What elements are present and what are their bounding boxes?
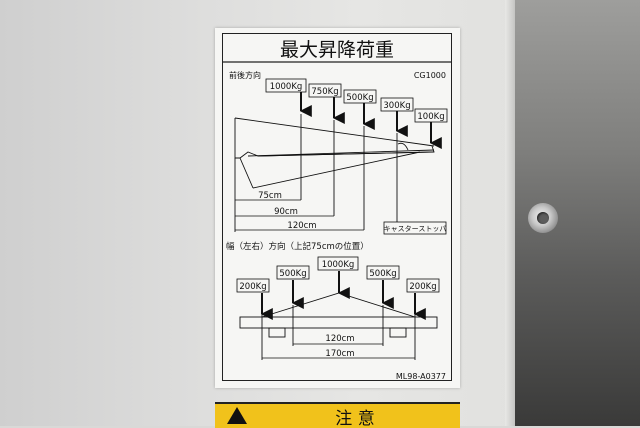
section2-title: 幅（左右）方向（上記75cmの位置） [226, 241, 369, 252]
dims-width: 120cm 170cm [262, 334, 415, 359]
bolt-hole [537, 212, 549, 224]
load-1000-center: 1000Kg [322, 260, 355, 270]
dim-120cm-width: 120cm [325, 334, 354, 344]
load-1000-front: 1000Kg [270, 82, 303, 92]
load-750-front: 750Kg [311, 87, 338, 97]
warning-icon [227, 407, 247, 424]
load-500-left: 500Kg [279, 269, 306, 279]
load-500-right: 500Kg [369, 269, 396, 279]
dim-120cm: 120cm [287, 221, 316, 231]
dims-front-rear: 75cm 90cm 120cm キャスターストッパ [235, 191, 447, 235]
load-200-left: 200Kg [239, 282, 266, 292]
caster-stopper-label: キャスターストッパ [384, 224, 447, 233]
warning-text: 注 意 [335, 409, 374, 428]
panel-edge [505, 0, 517, 426]
arrows-width [260, 271, 426, 320]
fork-front-view [239, 292, 438, 360]
part-number: ML98-A0377 [396, 372, 446, 381]
section1-title: 前後方向 [229, 70, 261, 80]
model-code: CG1000 [414, 71, 446, 80]
arrows-front-rear [299, 92, 442, 149]
svg-text:!: ! [234, 414, 239, 425]
label-title: 最大昇降荷重 [280, 39, 394, 61]
load-200-right: 200Kg [409, 282, 436, 292]
load-500-front: 500Kg [346, 93, 373, 103]
warning-strip: ! 注 意 [215, 402, 460, 428]
dim-170cm-width: 170cm [325, 349, 354, 359]
load-100-front: 100Kg [417, 112, 444, 122]
dim-75cm: 75cm [258, 191, 282, 201]
dim-90cm: 90cm [274, 207, 298, 217]
load-300-front: 300Kg [383, 101, 410, 111]
load-boxes-width: 200Kg 500Kg 1000Kg 500Kg 200Kg [236, 256, 440, 293]
load-boxes-front-rear: 1000Kg 750Kg 500Kg 300Kg 100Kg [265, 78, 448, 123]
fork-side-view [234, 114, 435, 232]
label-border [222, 33, 452, 381]
